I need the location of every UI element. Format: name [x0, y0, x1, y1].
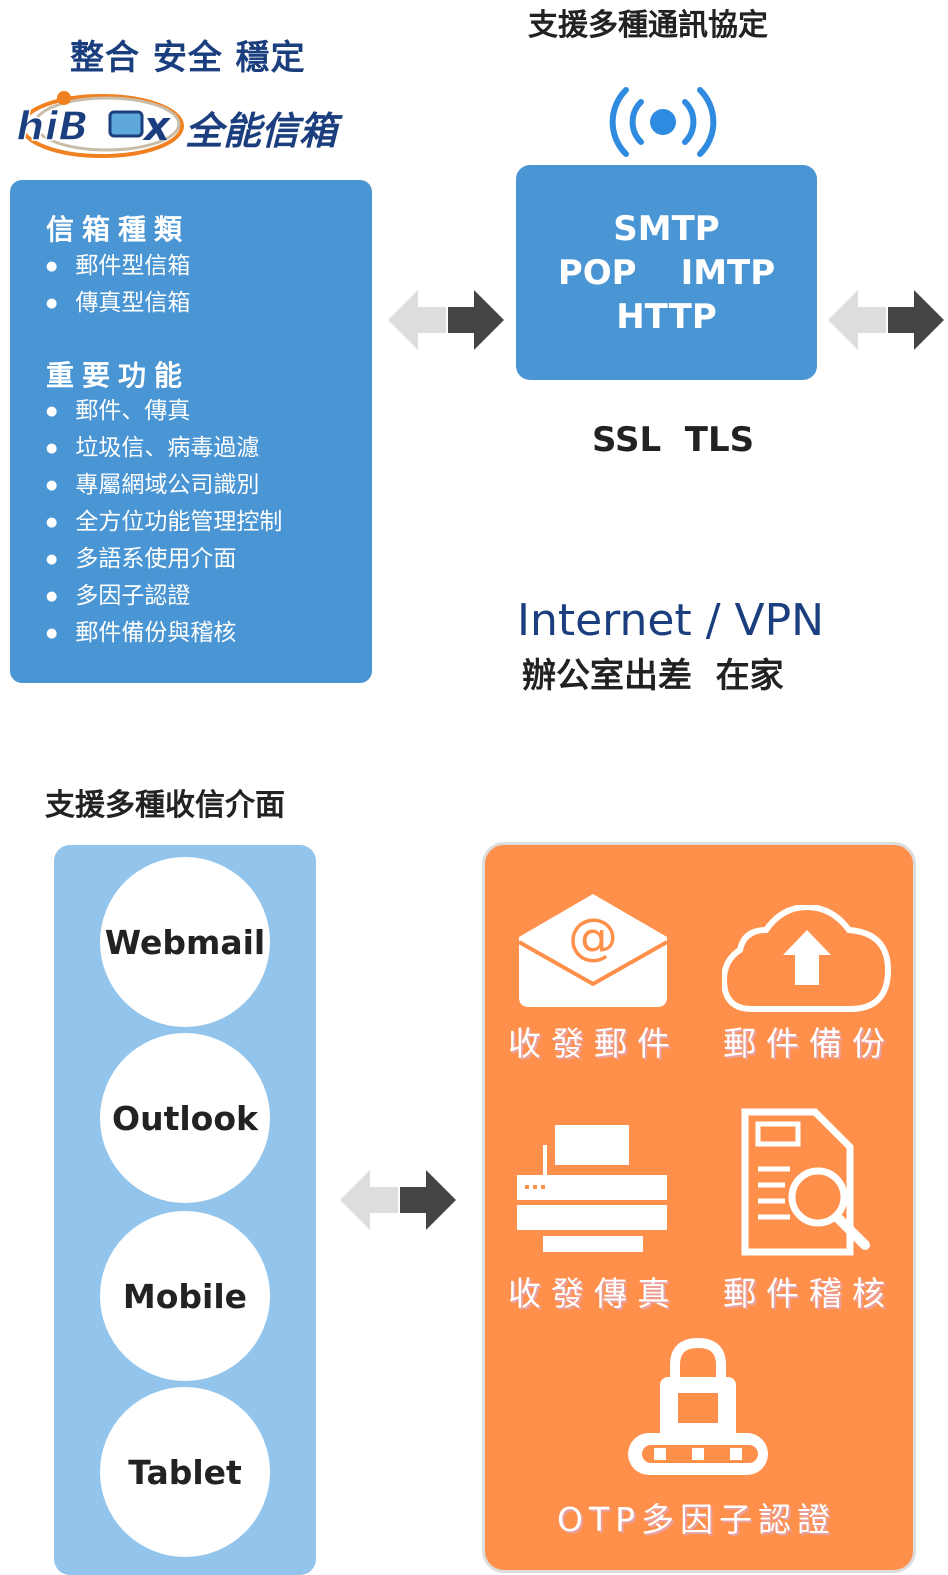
list-item: 專屬網域公司識別: [46, 467, 282, 504]
client-tablet: Tablet: [100, 1387, 270, 1557]
hibox-logo: hiB x: [15, 91, 184, 158]
mailbox-types-list: 郵件型信箱 傳真型信箱: [46, 248, 190, 322]
list-item: 多因子認證: [46, 578, 282, 615]
wireless-signal-icon: [609, 87, 717, 157]
logo-text: 全能信箱: [185, 109, 338, 153]
services-panel: @ 收發郵件 郵件備份 收發傳真 郵件稽核 OTP多因子認證: [482, 842, 916, 1573]
protocols-box: SMTP POP IMTP HTTP: [516, 165, 817, 380]
service-otp-mfa: OTP多因子認證: [557, 1500, 837, 1539]
security-protocols: SSL TLS: [592, 420, 755, 460]
list-item: 郵件、傳真: [46, 393, 282, 430]
client-mobile: Mobile: [100, 1211, 270, 1381]
client-webmail: Webmail: [100, 857, 270, 1027]
svg-text:@: @: [568, 908, 618, 966]
fax-printer-icon: [517, 1125, 667, 1252]
service-mail-backup: 郵件備份: [723, 1024, 895, 1063]
functions-list: 郵件、傳真 垃圾信、病毒過濾 專屬網域公司識別 全方位功能管理控制 多語系使用介…: [46, 393, 282, 652]
document-audit-icon: [741, 1108, 870, 1256]
cloud-upload-icon: [722, 905, 892, 1012]
lock-otp-icon: [628, 1337, 768, 1475]
list-item: 垃圾信、病毒過濾: [46, 430, 282, 467]
client-outlook: Outlook: [100, 1033, 270, 1203]
list-item: 傳真型信箱: [46, 285, 190, 322]
list-item: 全方位功能管理控制: [46, 504, 282, 541]
mailbox-types-title: 信箱種類: [46, 213, 191, 246]
list-item: 多語系使用介面: [46, 541, 282, 578]
clients-title: 支援多種收信介面: [45, 788, 285, 823]
svg-text:hiB: hiB: [16, 104, 89, 150]
service-send-receive-mail: 收發郵件: [508, 1024, 680, 1063]
bidirectional-arrow-icon: [388, 290, 504, 350]
svg-text:x: x: [142, 104, 171, 150]
list-item: 郵件型信箱: [46, 248, 190, 285]
protocols-title: 支援多種通訊協定: [528, 8, 768, 43]
bidirectional-arrow-icon: [828, 290, 944, 350]
bidirectional-arrow-icon: [340, 1170, 456, 1230]
network-title: Internet / VPN: [517, 595, 825, 646]
protocol-pop: POP: [557, 253, 637, 293]
service-send-receive-fax: 收發傳真: [508, 1274, 680, 1313]
list-item: 郵件備份與稽核: [46, 615, 282, 652]
protocol-smtp: SMTP: [613, 209, 720, 249]
protocol-imtp: IMTP: [680, 253, 776, 293]
email-envelope-icon: @: [518, 894, 668, 1007]
functions-title: 重要功能: [46, 359, 191, 392]
service-mail-audit: 郵件稽核: [723, 1274, 895, 1313]
features-panel: 信箱種類 郵件型信箱 傳真型信箱 重要功能 郵件、傳真 垃圾信、病毒過濾 專屬網…: [10, 180, 372, 683]
network-subtitle: 辦公室出差 在家: [522, 656, 784, 696]
slogan: 整合 安全 穩定: [70, 38, 306, 78]
clients-panel: Webmail Outlook Mobile Tablet: [54, 845, 316, 1575]
protocol-http: HTTP: [616, 297, 717, 337]
